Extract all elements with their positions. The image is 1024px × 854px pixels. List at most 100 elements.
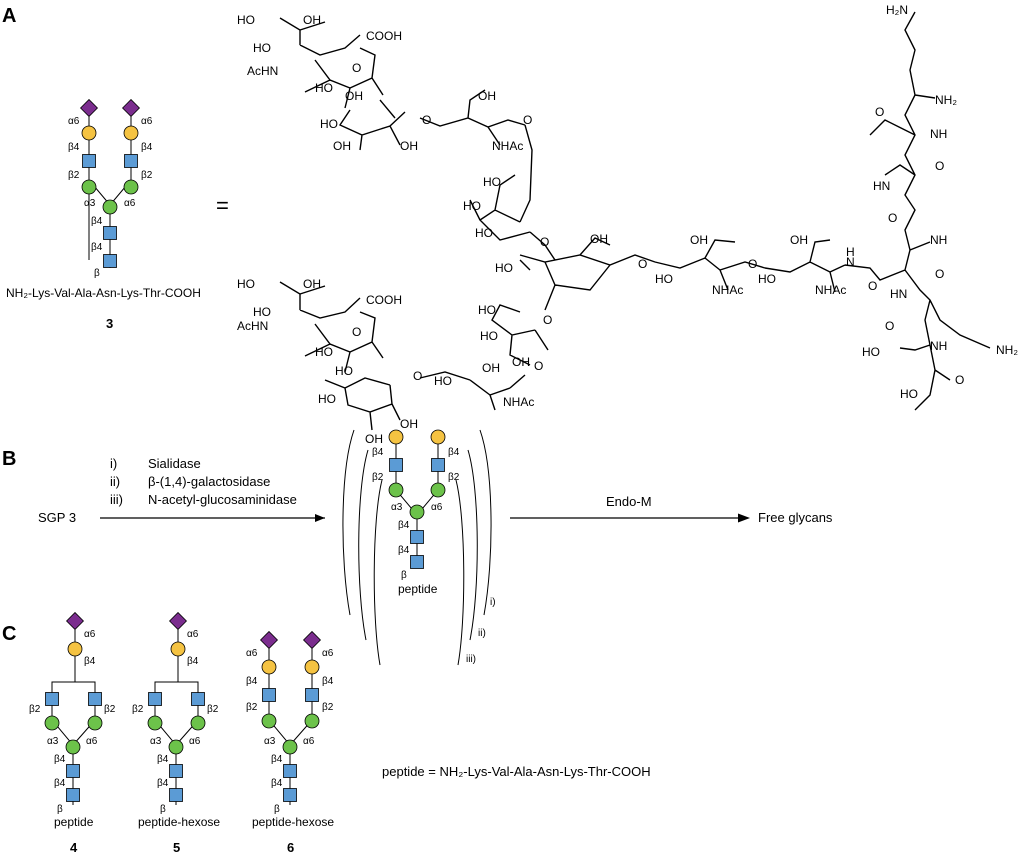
atom-label: OH xyxy=(690,233,708,247)
glcnac-icon xyxy=(82,154,96,168)
linkage-label: β xyxy=(160,804,166,815)
mannose-icon xyxy=(87,715,103,731)
linkage-label: β2 xyxy=(141,170,153,181)
atom-label: HO xyxy=(237,13,255,27)
start-compound: SGP 3 xyxy=(38,510,76,525)
atom-label: OH xyxy=(303,277,321,291)
atom-label: OH xyxy=(303,13,321,27)
atom-label: NHAc xyxy=(503,395,534,409)
atom-label: HO xyxy=(475,226,493,240)
compound-number: 6 xyxy=(287,840,294,854)
linkage-label: α3 xyxy=(391,502,403,513)
glcnac-icon xyxy=(66,764,80,778)
atom-label: HO xyxy=(237,277,255,291)
atom-label: HO xyxy=(315,81,333,95)
sialic-acid-icon xyxy=(260,631,278,649)
sialic-acid-icon xyxy=(169,612,187,630)
atom-label: NHAc xyxy=(815,283,846,297)
glcnac-icon xyxy=(66,788,80,802)
atom-label: O xyxy=(540,235,549,249)
atom-label: N xyxy=(846,255,855,269)
atom-label: OH xyxy=(790,233,808,247)
linkage-label: β4 xyxy=(322,676,334,687)
glycan-cartoon-5: α6 β4 β2 β2 α3 α6 β4 β4 β peptide-hexose… xyxy=(132,612,220,854)
atom-label: NH₂ xyxy=(996,343,1018,357)
enzyme-label: Sialidase xyxy=(148,456,201,471)
galactose-icon xyxy=(67,641,83,657)
linkage-label: β2 xyxy=(132,704,144,715)
linkage-label: β2 xyxy=(246,702,258,713)
atom-label: HO xyxy=(862,345,880,359)
galactose-icon xyxy=(388,429,404,445)
atom-label: HN xyxy=(890,287,907,301)
glcnac-icon xyxy=(124,154,138,168)
linkage-label: β4 xyxy=(141,142,153,153)
atom-label: HN xyxy=(873,179,890,193)
atom-label: HO xyxy=(478,303,496,317)
mannose-icon xyxy=(102,199,118,215)
glcnac-icon xyxy=(410,530,424,544)
mannose-icon xyxy=(304,713,320,729)
atom-label: OH xyxy=(400,417,418,431)
linkage-label: β4 xyxy=(448,447,460,458)
mannose-icon xyxy=(409,504,425,520)
glcnac-icon xyxy=(169,788,183,802)
galactose-icon xyxy=(430,429,446,445)
linkage-label: α6 xyxy=(86,736,98,747)
galactose-icon xyxy=(81,125,97,141)
enzyme-label: N-acetyl-glucosaminidase xyxy=(148,492,297,507)
linkage-label: β4 xyxy=(54,778,66,789)
panel-label-b: B xyxy=(2,448,16,470)
linkage-label: α6 xyxy=(124,198,136,209)
glcnac-icon xyxy=(410,555,424,569)
linkage-label: β4 xyxy=(91,216,103,227)
atom-label: HO xyxy=(434,374,452,388)
galactose-icon xyxy=(170,641,186,657)
glcnac-icon xyxy=(88,692,102,706)
mannose-icon xyxy=(282,739,298,755)
atom-label: O xyxy=(888,211,897,225)
atom-label: NH xyxy=(930,233,947,247)
atom-label: NH xyxy=(930,339,947,353)
galactose-icon xyxy=(123,125,139,141)
glcnac-icon xyxy=(262,688,276,702)
panel-label-c: C xyxy=(2,623,16,645)
glcnac-icon xyxy=(283,764,297,778)
compound-number: 4 xyxy=(70,840,78,854)
atom-label: OH xyxy=(400,139,418,153)
compound-caption: peptide-hexose xyxy=(138,815,220,829)
linkage-label: β4 xyxy=(398,520,410,531)
product-label: Free glycans xyxy=(758,510,833,525)
atom-label: H xyxy=(846,245,855,259)
atom-label: O xyxy=(523,113,532,127)
atom-label: HO xyxy=(253,305,271,319)
compound-number: 3 xyxy=(106,316,113,331)
atom-label: O xyxy=(935,267,944,281)
peptide-sequence: NH₂-Lys-Val-Ala-Asn-Lys-Thr-COOH xyxy=(6,286,201,300)
linkage-label: α6 xyxy=(303,736,315,747)
atom-label: O xyxy=(352,61,361,75)
step-number: ii) xyxy=(110,474,120,489)
atom-label: AcHN xyxy=(247,64,278,78)
mannose-icon xyxy=(147,715,163,731)
sialic-acid-icon xyxy=(80,99,98,117)
linkage-label: β xyxy=(57,804,63,815)
linkage-label: β4 xyxy=(91,242,103,253)
linkage-label: α6 xyxy=(141,116,153,127)
atom-label: HO xyxy=(315,345,333,359)
linkage-label: β2 xyxy=(322,702,334,713)
linkage-label: β4 xyxy=(84,656,96,667)
peptide-label: peptide xyxy=(398,582,438,596)
linkage-label: α6 xyxy=(187,629,199,640)
atom-label: COOH xyxy=(366,29,402,43)
glcnac-icon xyxy=(191,692,205,706)
bracket-label: ii) xyxy=(478,628,486,639)
atom-label: HO xyxy=(900,387,918,401)
peptide-definition: peptide = NH₂-Lys-Val-Ala-Asn-Lys-Thr-CO… xyxy=(382,764,651,779)
linkage-label: β xyxy=(401,570,407,581)
atom-label: O xyxy=(935,159,944,173)
glcnac-icon xyxy=(103,226,117,240)
sialic-acid-icon xyxy=(303,631,321,649)
glcnac-icon xyxy=(283,788,297,802)
